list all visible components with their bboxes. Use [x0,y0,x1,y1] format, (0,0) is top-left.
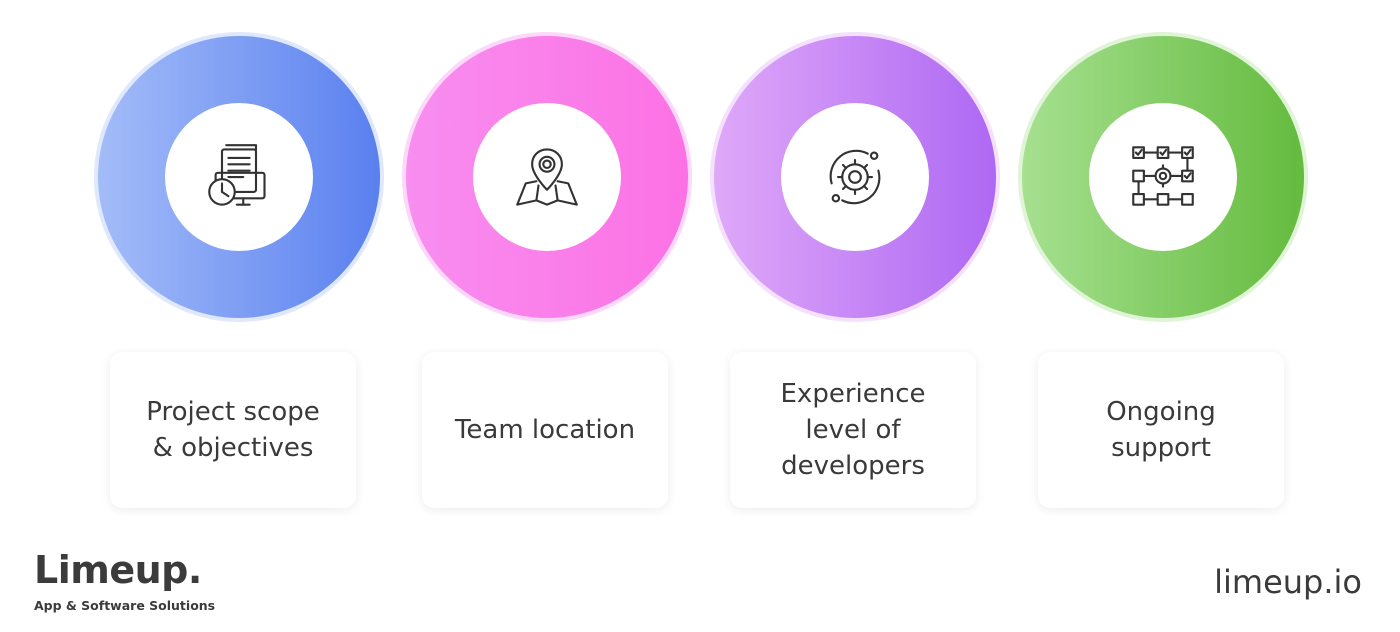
factor-card-ongoing-support: Ongoing support [1038,352,1284,508]
factor-card-team-location: Team location [422,352,668,508]
site-url: limeup.io [1214,563,1362,601]
brand-name: Limeup. [34,548,202,592]
gear-cycle-icon [829,149,881,205]
icon-circle [473,103,621,251]
factor-card-project-scope: Project scope & objectives [110,352,356,508]
icon-circle [1089,103,1237,251]
factor-team-location [402,32,692,322]
brand-logo: Limeup. App & Software Solutions [34,548,215,613]
map-pin-icon [516,148,578,206]
workflow-gear-icon [1132,146,1194,206]
factor-experience-level [710,32,1000,322]
icon-circle [165,103,313,251]
factor-label: Project scope & objectives [146,397,320,463]
factor-ongoing-support [1018,32,1308,322]
factor-project-scope [94,32,384,322]
brand-tagline: App & Software Solutions [34,598,216,613]
factor-label: Team location [454,415,636,445]
icon-circle [781,103,929,251]
factor-label: Experience level of developers [780,379,926,481]
factor-label: Ongoing support [1106,397,1216,463]
document-clock-icon [208,144,266,206]
factor-card-experience-level: Experience level of developers [730,352,976,508]
